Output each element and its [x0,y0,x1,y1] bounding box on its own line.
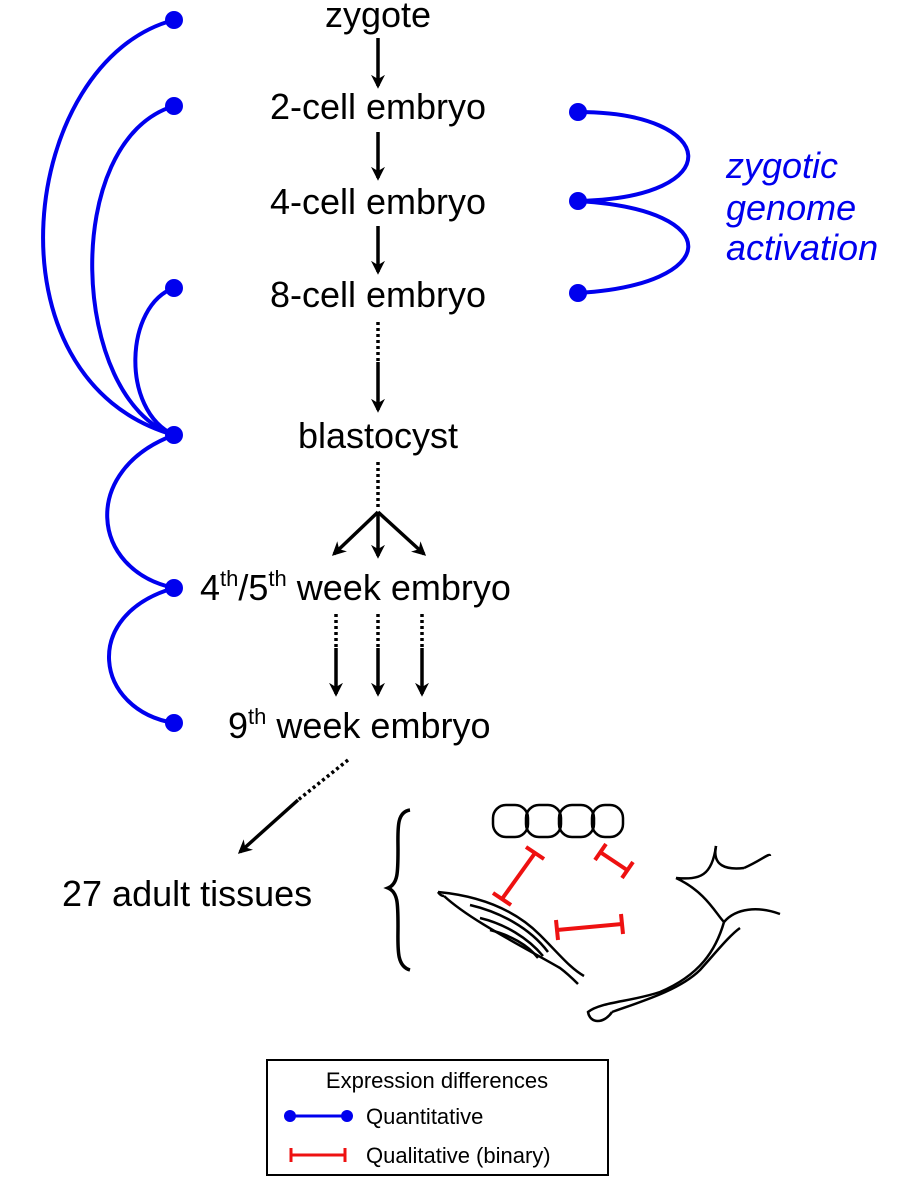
stage-4th-sup: th [220,566,238,591]
arc-4cell-8cell-right [577,199,691,295]
inhibit-bar-3 [556,922,623,932]
dot-4cell-right [569,192,587,210]
stage-5-number: /5 [238,567,268,608]
inhibit-cap-1a [491,891,513,907]
stage-4th-number: 4 [200,567,220,608]
arrow-diagonal-adult [237,798,300,854]
zga-label-line2: genome [726,187,856,228]
inhibit-bar-1 [500,851,537,901]
neuron-icon [586,845,781,1023]
inhibit-cap-3a [554,919,560,941]
arc-zygote-blastocyst [41,18,175,437]
stage-9-week-embryo-label: week embryo [266,705,490,746]
zga-label-line1: zygotic [725,145,838,186]
dot-9th-week [165,714,183,732]
stage-week-embryo-label: week embryo [287,567,511,608]
legend-quantitative-label: Quantitative [366,1104,483,1129]
legend-title: Expression differences [326,1068,548,1093]
inhibit-cap-1b [524,845,546,861]
legend: Expression differences Quantitative Qual… [266,1059,609,1176]
inhibit-bar-2 [598,850,629,872]
stage-4th-5th-week: 4th/5th week embryo [200,566,511,608]
dotted-diagonal-adult [296,758,350,802]
quantitative-arcs-left [41,11,183,732]
qualitative-inhibitors [491,842,635,941]
legend-quantitative-dot-left [284,1110,296,1122]
arrow-branch-left [331,510,380,556]
arc-8cell-blastocyst [133,286,175,437]
inhibit-cap-3b [619,913,625,935]
dot-8cell [165,279,183,297]
stage-8-cell: 8-cell embryo [270,274,486,315]
arrow-branch-right [376,510,427,556]
dot-2cell [165,97,183,115]
muscle-fiber-icon [436,890,585,985]
stage-5th-sup: th [268,566,286,591]
legend-qualitative-label: Qualitative (binary) [366,1143,551,1168]
stage-blastocyst: blastocyst [298,415,458,456]
dot-blastocyst [165,426,183,444]
dot-8cell-right [569,284,587,302]
dot-2cell-right [569,103,587,121]
arc-2cell-blastocyst [90,104,175,437]
stage-adult-tissues: 27 adult tissues [62,873,312,914]
dot-4th-week [165,579,183,597]
legend-quantitative-dot-right [341,1110,353,1122]
arc-4th-9th [107,586,175,725]
stage-2-cell: 2-cell embryo [270,86,486,127]
dot-zygote [165,11,183,29]
stage-4-cell: 4-cell embryo [270,181,486,222]
curly-brace [383,808,411,972]
stage-9-number: 9 [228,705,248,746]
zga-label-line3: activation [726,227,878,268]
arc-2cell-4cell-right [577,110,691,203]
arc-blastocyst-4th [105,433,175,590]
quantitative-arcs-right [569,103,691,302]
stage-zygote: zygote [325,0,431,35]
stage-9th-week: 9th week embryo [228,704,490,746]
inhibit-cap-2a [593,842,608,862]
stage-9th-sup: th [248,704,266,729]
epithelial-cells-icon [491,803,625,839]
inhibit-cap-2b [620,860,635,880]
